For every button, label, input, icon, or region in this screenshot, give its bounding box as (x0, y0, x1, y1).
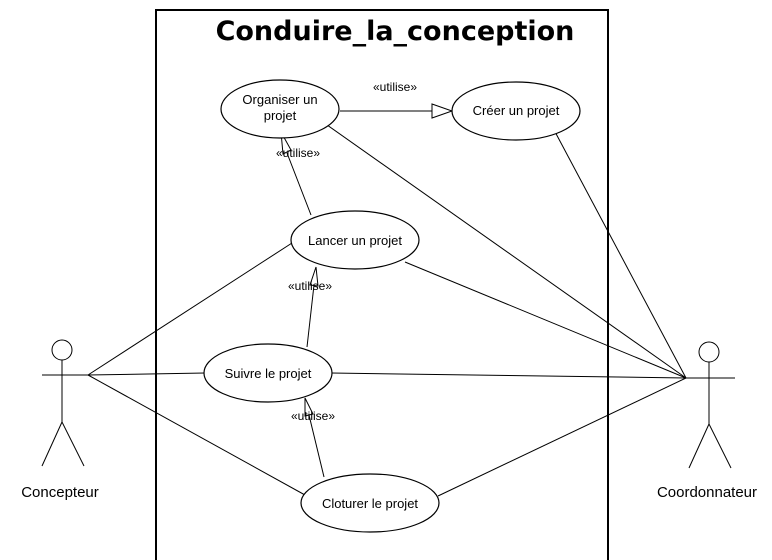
assoc-concepteur-lancer (87, 242, 293, 376)
use-case-suivre: Suivre le projet (203, 343, 333, 403)
assoc-coordonnateur-creer (552, 127, 687, 379)
dep-lancer-organiser-line (286, 152, 312, 216)
stereotype-lancer-organiser: «utilise» (276, 146, 320, 160)
assoc-coordonnateur-organiser (319, 119, 687, 379)
use-case-lancer: Lancer un projet (290, 210, 420, 270)
use-case-cloturer: Cloturer le projet (300, 473, 440, 533)
assoc-coordonnateur-cloturer (437, 377, 687, 497)
use-case-creer-label: Créer un projet (473, 103, 560, 118)
actor-coordonnateur-head (698, 341, 720, 363)
actor-coordonnateur-label: Coordonnateur (657, 484, 757, 501)
actor-coordonnateur: Coordonnateur (657, 341, 757, 501)
use-case-organiser: Organiser un projet (220, 79, 340, 139)
use-case-organiser-line1: Organiser un (242, 92, 317, 107)
dep-suivre-lancer-arrowhead (309, 266, 319, 287)
stereotype-organiser-creer: «utilise» (373, 80, 417, 94)
associations (87, 119, 687, 497)
assoc-coordonnateur-lancer (404, 261, 687, 379)
actor-concepteur-label: Concepteur (21, 484, 99, 501)
use-case-creer: Créer un projet (451, 81, 581, 141)
dep-cloturer-suivre-arrowhead (304, 397, 314, 417)
use-case-cloturer-label: Cloturer le projet (322, 496, 418, 511)
use-case-suivre-label: Suivre le projet (225, 366, 312, 381)
assoc-coordonnateur-suivre (330, 372, 687, 379)
assoc-concepteur-suivre (87, 372, 206, 376)
stereotype-suivre-lancer: «utilise» (288, 279, 332, 293)
dependencies (280, 103, 454, 478)
dep-suivre-lancer-line (306, 284, 315, 348)
dep-organiser-creer-arrowhead (431, 103, 454, 119)
use-case-lancer-label: Lancer un projet (308, 233, 402, 248)
system-boundary (155, 9, 609, 560)
system-title: Conduire_la_conception (216, 16, 575, 47)
dep-cloturer-suivre-line (308, 414, 325, 478)
actor-concepteur-head (51, 339, 73, 361)
stereotype-cloturer-suivre: «utilise» (291, 409, 335, 423)
use-case-organiser-line2: projet (264, 108, 297, 123)
actor-concepteur: Concepteur (21, 339, 99, 501)
assoc-concepteur-cloturer (87, 374, 306, 496)
